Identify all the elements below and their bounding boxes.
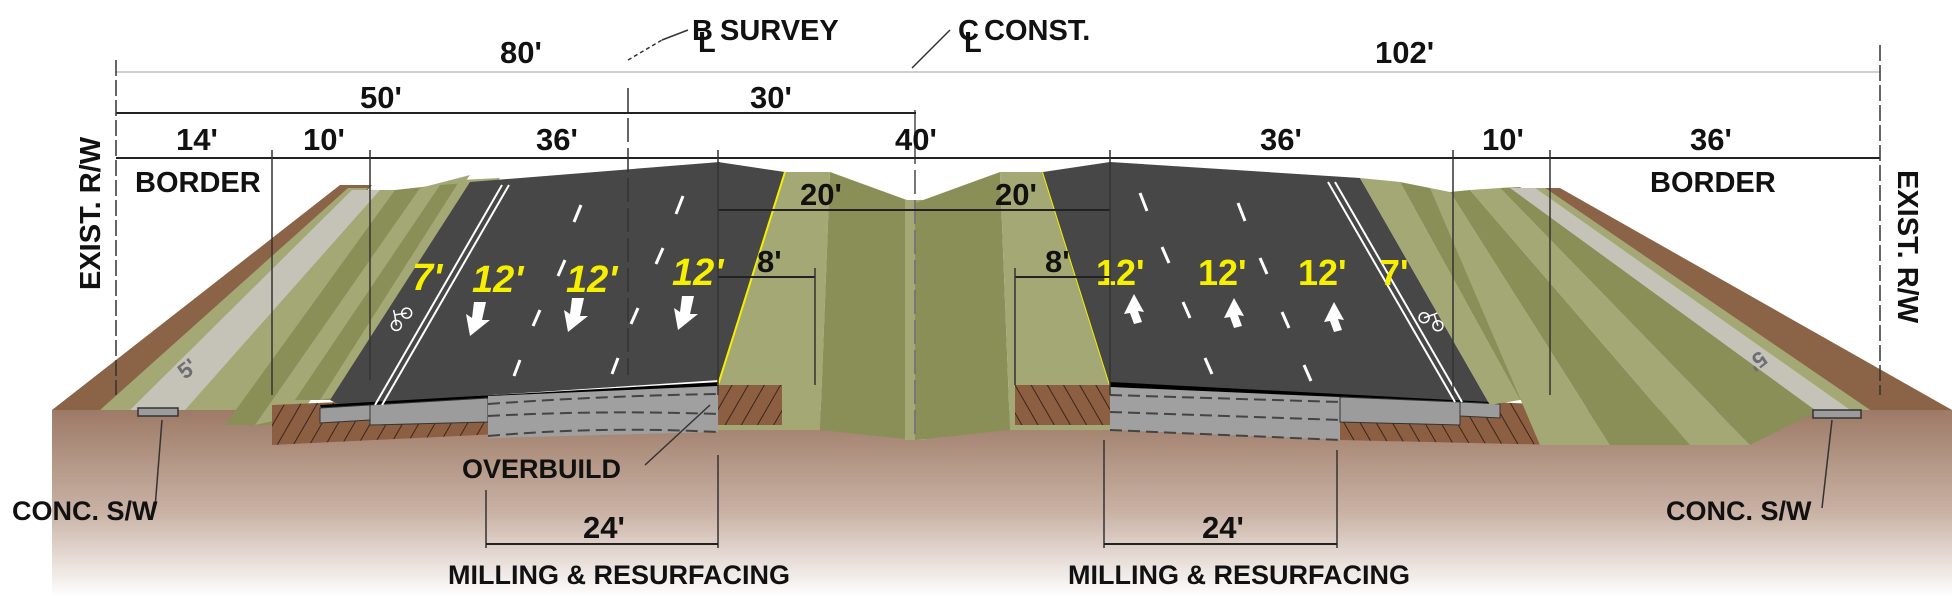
right-sidewalk (1510, 188, 1850, 410)
sb-bike-lane-label: 7' (412, 257, 444, 299)
right-side: 5' (1360, 178, 1952, 445)
dim-median-left-inner: 8' (757, 244, 782, 279)
left-sidewalk-callout: CONC. S/W (12, 496, 158, 526)
dimension-lines (115, 29, 1881, 548)
arrow-down-icon (674, 296, 698, 330)
dim-top-left-total: 80' (500, 35, 542, 70)
right-roadway (1110, 162, 1490, 405)
arrow-up-icon (1224, 298, 1244, 328)
left-bike-lane-line-2 (381, 184, 510, 406)
dim-top-right-total: 102' (1375, 35, 1434, 70)
dim-left-buffer: 10' (303, 122, 345, 157)
left-grass-band-1 (185, 190, 405, 410)
survey-label: SURVEY (720, 15, 839, 47)
median-grass-right-outer (1000, 172, 1110, 430)
dim-left-to-survey: 50' (360, 80, 402, 115)
median-grass-right-inner (915, 172, 1010, 440)
right-milling-dash-3 (1109, 429, 1341, 441)
right-row-label: EXIST. R/W (1891, 170, 1923, 324)
arrow-down-icon (466, 302, 490, 336)
survey-baseline-label: B L SURVEY (692, 15, 839, 59)
dim-median-right-inner: 8' (1045, 244, 1070, 279)
left-lane-dashes (512, 195, 685, 377)
sb-lane-3-label: 12' (672, 252, 725, 294)
right-grass-band-1 (1360, 178, 1520, 405)
left-row-label: EXIST. R/W (75, 136, 107, 290)
left-milling-width: 24' (583, 510, 625, 545)
nb-lane-1-label: 12' (1096, 252, 1145, 293)
dim-left-roadway: 36' (536, 122, 578, 157)
dim-median-left-half: 20' (800, 177, 842, 212)
nb-lane-3-label: 12' (1298, 252, 1347, 293)
left-border-label: BORDER (135, 167, 261, 199)
arrow-up-icon (1324, 302, 1344, 332)
right-milling-dash-2 (1109, 411, 1341, 421)
sb-lane-2-label: 12' (566, 259, 619, 301)
dim-left-border: 14' (176, 122, 218, 157)
left-milling-dash-2 (487, 411, 719, 417)
dim-right-border: 36' (1690, 122, 1732, 157)
construction-centerline-label: C L CONST. (958, 15, 1090, 59)
left-bike-lane-line-1 (374, 184, 503, 406)
nb-lane-2-label: 12' (1198, 252, 1247, 293)
right-sidewalk-callout: CONC. S/W (1666, 496, 1812, 526)
arrow-down-icon (564, 298, 588, 332)
ground-subgrade (52, 410, 1952, 597)
right-grass-band-5 (1470, 188, 1750, 445)
left-milling-dash-1 (487, 393, 719, 405)
survey-symbol-b: B (692, 15, 713, 47)
bicycle-icon (390, 307, 413, 332)
right-grass-band-3 (1430, 188, 1610, 445)
left-milling-dash-3 (487, 428, 719, 437)
nb-bike-lane-label: 7' (1380, 252, 1409, 293)
right-sidewalk-slab (1812, 409, 1862, 419)
survey-symbol-l: L (698, 27, 716, 59)
right-base-layer-2 (1459, 401, 1501, 419)
left-sidewalk (130, 190, 385, 410)
overbuild-callout: OVERBUILD (462, 454, 621, 484)
const-symbol-l: L (964, 27, 982, 59)
right-soil-slope (1545, 188, 1952, 410)
right-lane-dashes (1138, 192, 1313, 382)
median-grass-left-outer (718, 172, 830, 430)
left-milling-label: MILLING & RESURFACING (448, 560, 790, 590)
dim-right-buffer: 10' (1482, 122, 1524, 157)
const-symbol-c: C (958, 15, 979, 47)
dim-median-total: 40' (895, 122, 937, 157)
right-milling-width: 24' (1202, 510, 1244, 545)
right-grass-band-4 (1450, 190, 1690, 445)
right-bike-lane-line-2 (1334, 181, 1463, 403)
left-base-layer-1 (319, 404, 371, 424)
right-median-shoulder (1043, 162, 1110, 385)
right-milling-dash-1 (1109, 394, 1341, 403)
right-bike-lane-line-1 (1327, 181, 1456, 403)
left-sidewalk-slab (137, 407, 179, 417)
dim-survey-to-const: 30' (750, 80, 792, 115)
median-hatch-right (1015, 385, 1110, 425)
median-yellow-edge-left (717, 171, 786, 386)
arrow-up-icon (1124, 294, 1144, 324)
right-base-layer-1 (1339, 396, 1461, 426)
right-grass-strip (1535, 188, 1870, 410)
median-hatch-left (718, 385, 782, 425)
const-label: CONST. (984, 15, 1090, 47)
dim-right-roadway: 36' (1260, 122, 1302, 157)
median-grass-left-inner (820, 172, 915, 440)
right-grass-band-6 (1500, 187, 1820, 445)
sb-lane-1-label: 12' (472, 259, 525, 301)
right-border-label: BORDER (1650, 167, 1776, 199)
left-roadway (330, 162, 720, 405)
left-side: 5' (52, 175, 500, 425)
dim-median-right-half: 20' (995, 177, 1037, 212)
right-milling-label: MILLING & RESURFACING (1068, 560, 1410, 590)
